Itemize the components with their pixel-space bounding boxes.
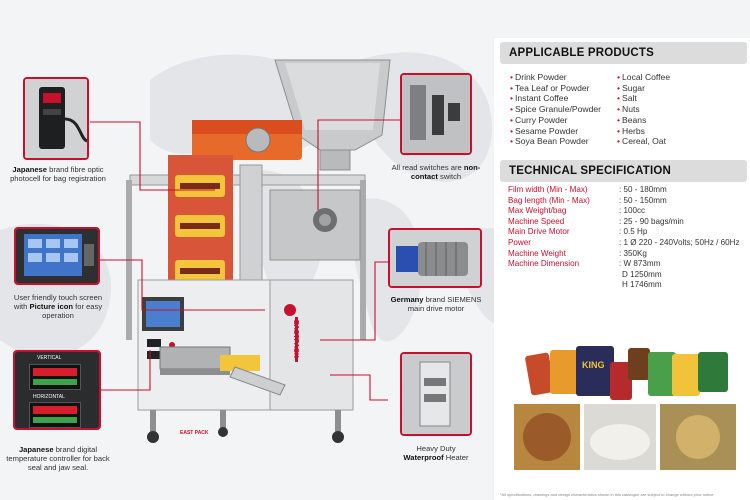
spec-label: Machine Weight xyxy=(508,248,566,258)
heater-image xyxy=(400,352,472,436)
spec-value: : 100cc xyxy=(619,206,646,216)
reed-switch-caption: All read switches are non-contact switch xyxy=(391,163,481,181)
reed-switch-image xyxy=(400,73,472,155)
disclaimer-footer: *All specifications, drawings and design… xyxy=(500,492,714,497)
product-item: •Drink Powder xyxy=(510,72,601,83)
bullet-icon: • xyxy=(617,125,621,136)
spec-label: Bag length (Min - Max) xyxy=(508,195,590,205)
product-name: Tea Leaf or Powder xyxy=(515,82,590,93)
bullet-icon: • xyxy=(617,72,621,82)
bullet-icon: • xyxy=(510,93,514,104)
spec-label: Machine Speed xyxy=(508,216,565,226)
product-name: Sugar xyxy=(622,82,645,93)
product-item: •Tea Leaf or Powder xyxy=(510,83,601,94)
product-item: •Salt xyxy=(617,93,670,104)
packet-king-text: KING xyxy=(582,360,605,370)
product-item: •Cereal, Oat xyxy=(617,136,670,147)
product-item: •Spice Granule/Powder xyxy=(510,104,601,115)
photocell-caption: Japanese brand fibre optic photocell for… xyxy=(10,165,106,183)
product-name: Sesame Powder xyxy=(515,125,579,136)
applicable-products-title: APPLICABLE PRODUCTS xyxy=(500,42,747,64)
spec-value: : 0.5 Hp xyxy=(619,227,648,237)
product-item: •Local Coffee xyxy=(617,72,670,83)
product-name: Nuts xyxy=(622,104,640,115)
bullet-icon: • xyxy=(617,136,621,147)
product-name: Herbs xyxy=(622,125,645,136)
bullet-icon: • xyxy=(510,125,514,136)
product-name: Beans xyxy=(622,114,647,125)
machine-logo-text: EAST PACK xyxy=(180,430,209,436)
product-item: •Instant Coffee xyxy=(510,93,601,104)
vertical-controller-display xyxy=(29,364,81,390)
spec-label: Main Drive Motor xyxy=(508,227,570,237)
bullet-icon: • xyxy=(617,114,621,125)
packing-machine: EASTPACK EAST PACK xyxy=(120,55,420,450)
spec-label: Machine Dimension xyxy=(508,259,580,269)
product-name: Drink Powder xyxy=(515,72,567,82)
bullet-icon: • xyxy=(617,82,621,93)
product-item: •Sugar xyxy=(617,83,670,94)
product-item: •Herbs xyxy=(617,126,670,137)
horizontal-controller-label: HORIZONTAL xyxy=(33,394,65,400)
controller-caption: Japanese brand digital temperature contr… xyxy=(6,445,110,472)
product-name: Soya Bean Powder xyxy=(515,136,589,147)
spec-label: Power xyxy=(508,238,531,247)
bullet-icon: • xyxy=(617,104,621,115)
bullet-icon: • xyxy=(510,114,514,125)
spec-value: : 25 - 90 bags/min xyxy=(619,216,684,226)
spec-dimension-value: D 1250mm xyxy=(622,269,662,279)
horizontal-controller-display xyxy=(29,402,81,428)
product-item: •Nuts xyxy=(617,104,670,115)
spec-value: : 1 Ø 220 - 240Volts; 50Hz / 60Hz xyxy=(619,238,740,247)
bullet-icon: • xyxy=(510,104,514,115)
product-item: •Sesame Powder xyxy=(510,126,601,137)
product-name: Salt xyxy=(622,93,637,104)
products-list-col1: •Drink Powder•Tea Leaf or Powder•Instant… xyxy=(510,72,601,147)
spec-dimension-value: H 1746mm xyxy=(622,280,662,290)
product-item: •Soya Bean Powder xyxy=(510,136,601,147)
photocell-image xyxy=(23,77,89,160)
bullet-icon: • xyxy=(617,93,621,104)
products-list-col2: •Local Coffee•Sugar•Salt•Nuts•Beans•Herb… xyxy=(617,72,670,147)
spec-value: : 50 - 150mm xyxy=(619,195,667,205)
bullet-icon: • xyxy=(510,82,514,93)
technical-specification-title: TECHNICAL SPECIFICATION xyxy=(500,160,747,182)
touchscreen-caption: User friendly touch screen with Picture … xyxy=(13,293,103,320)
product-collage: KING xyxy=(510,342,740,472)
product-name: Cereal, Oat xyxy=(622,136,666,147)
temperature-controller-image: VERTICAL HORIZONTAL xyxy=(13,350,101,430)
product-name: Local Coffee xyxy=(622,72,671,82)
motor-caption: Germany brand SIEMENS main drive motor xyxy=(390,295,482,313)
spec-label: Max Weight/bag xyxy=(508,206,567,216)
spec-label: Film width (Min - Max) xyxy=(508,185,588,194)
product-item: •Beans xyxy=(617,115,670,126)
siemens-motor-image xyxy=(388,228,482,288)
product-item: •Curry Powder xyxy=(510,115,601,126)
product-name: Spice Granule/Powder xyxy=(515,104,601,115)
machine-brand-text: EASTPACK xyxy=(292,320,299,358)
spec-value: : W 873mm xyxy=(619,259,661,269)
vertical-controller-label: VERTICAL xyxy=(37,355,62,361)
bullet-icon: • xyxy=(510,72,514,82)
spec-value: : 350Kg xyxy=(619,248,647,258)
bullet-icon: • xyxy=(510,136,514,147)
product-name: Curry Powder xyxy=(515,114,568,125)
spec-value: : 50 - 180mm xyxy=(619,185,667,194)
product-name: Instant Coffee xyxy=(515,93,569,104)
touchscreen-image xyxy=(14,227,100,285)
